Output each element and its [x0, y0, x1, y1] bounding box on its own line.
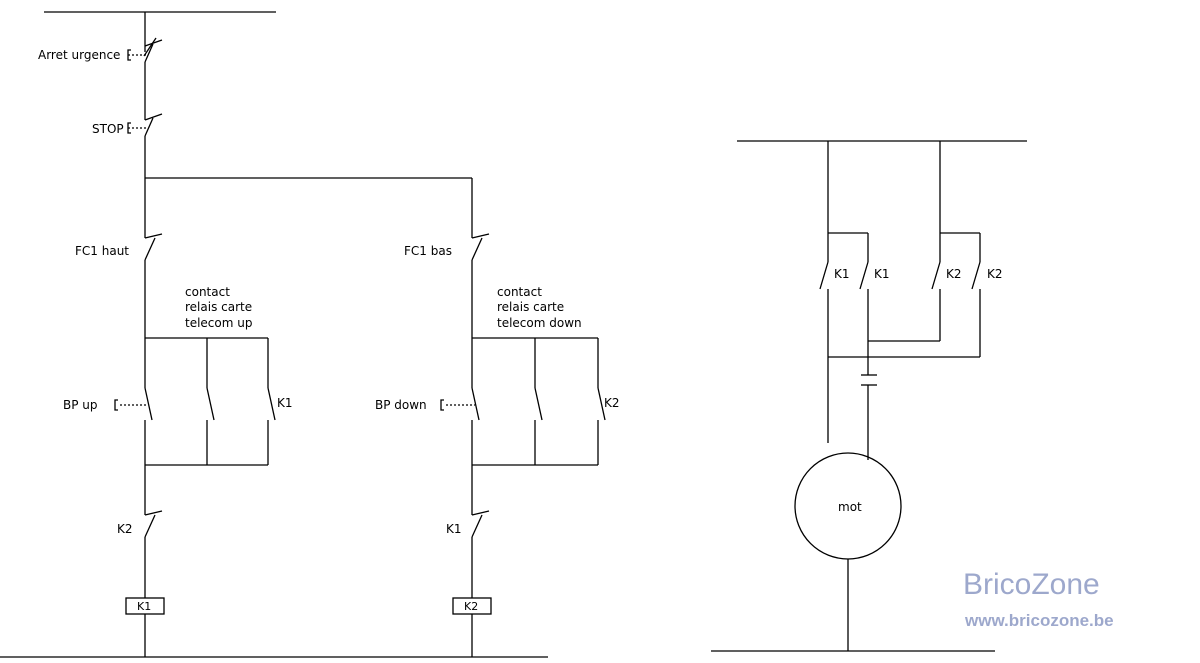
watermark: BricoZone www.bricozone.be [963, 568, 1114, 630]
relay-up-line-1: contact [185, 285, 230, 299]
interlock-contact-down [471, 465, 490, 598]
power-contact-k2-b [971, 261, 981, 357]
relay-down-line-3: telecom down [497, 316, 582, 330]
relay-down-line-1: contact [497, 285, 542, 299]
relay-up-line-3: telecom up [185, 316, 252, 330]
coil-up-label: K1 [137, 600, 151, 613]
up-parallel-block [114, 337, 276, 466]
hold-contact-down-label: K2 [604, 396, 620, 410]
hold-contact-up-label: K1 [277, 396, 293, 410]
bp-up-label: BP up [63, 398, 98, 412]
interlock-down-label: K1 [446, 522, 462, 536]
down-parallel-block [440, 337, 606, 466]
stop-button [127, 113, 163, 178]
power-contact-k1-b [859, 261, 869, 341]
coil-up [125, 597, 165, 657]
interlock-contact-up [144, 465, 163, 598]
fc1-high-label: FC1 haut [75, 244, 129, 258]
coil-down-label: K2 [464, 600, 478, 613]
power-contact-k1-a [819, 261, 829, 443]
fc1-low-label: FC1 bas [404, 244, 452, 258]
relay-down-line-2: relais carte [497, 300, 564, 314]
power-contact-k2-a [931, 261, 941, 341]
power-circuit: K1 K1 K2 K2 mot [711, 140, 1027, 652]
watermark-brand: BricoZone [963, 568, 1100, 601]
motor-label: mot [838, 500, 862, 514]
emergency-stop-label: Arret urgence [38, 48, 120, 62]
coil-down [452, 597, 492, 657]
emergency-stop-button [127, 37, 163, 116]
fc1-high-limit-switch [144, 233, 163, 338]
power-contact-label-3: K2 [946, 267, 962, 281]
bp-down-label: BP down [375, 398, 427, 412]
watermark-url: www.bricozone.be [964, 611, 1114, 630]
stop-label: STOP [92, 122, 124, 136]
power-contact-label-4: K2 [987, 267, 1003, 281]
fc1-low-limit-switch [471, 233, 490, 338]
power-contact-label-2: K1 [874, 267, 890, 281]
interlock-up-label: K2 [117, 522, 133, 536]
capacitor [861, 374, 877, 460]
power-contact-label-1: K1 [834, 267, 850, 281]
control-circuit: Arret urgence STOP FC1 haut FC1 bas [0, 11, 620, 658]
relay-up-line-2: relais carte [185, 300, 252, 314]
